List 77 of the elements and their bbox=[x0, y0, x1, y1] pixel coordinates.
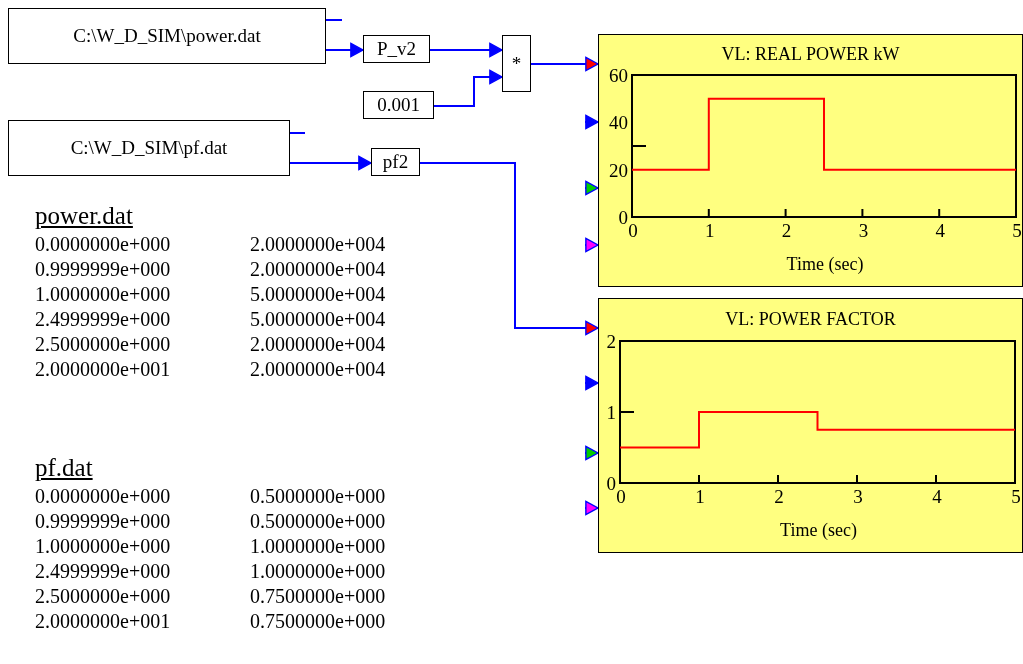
plot-panel bbox=[598, 34, 1023, 287]
arrow bbox=[584, 500, 599, 516]
arrow bbox=[584, 237, 599, 253]
table-cell: 2.4999999e+000 bbox=[35, 561, 171, 581]
tick-label: 0 bbox=[606, 474, 616, 493]
table-cell: 0.5000000e+000 bbox=[250, 511, 386, 531]
table-heading: power.dat bbox=[35, 203, 133, 228]
plot-title: VL: REAL POWER kW bbox=[720, 45, 901, 63]
signal-line bbox=[289, 132, 306, 134]
block-label: pf2 bbox=[382, 151, 409, 173]
table-cell: 0.0000000e+000 bbox=[35, 234, 171, 254]
table-cell: 0.0000000e+000 bbox=[35, 486, 171, 506]
plot-panel bbox=[598, 298, 1023, 553]
block-label: C:\W_D_SIM\power.dat bbox=[73, 25, 261, 47]
tick-label: 2 bbox=[606, 332, 616, 351]
table-cell: 2.0000000e+001 bbox=[35, 359, 171, 379]
tick-label: 2 bbox=[781, 221, 792, 240]
arrow bbox=[584, 445, 599, 461]
arrow bbox=[325, 42, 364, 58]
tick-label: 20 bbox=[609, 160, 628, 180]
table-cell: 1.0000000e+000 bbox=[250, 561, 386, 581]
arrow bbox=[289, 155, 372, 171]
table-cell: 5.0000000e+004 bbox=[250, 284, 386, 304]
table-cell: 1.0000000e+000 bbox=[35, 536, 171, 556]
arrow bbox=[429, 42, 503, 58]
table-cell: 2.4999999e+000 bbox=[35, 309, 171, 329]
table-cell: 0.9999999e+000 bbox=[35, 511, 171, 531]
process-block bbox=[371, 148, 420, 176]
table-cell: 2.0000000e+001 bbox=[35, 611, 171, 631]
table-cell: 2.0000000e+004 bbox=[250, 259, 386, 279]
table-cell: 2.5000000e+000 bbox=[35, 334, 171, 354]
tick-label: 2 bbox=[774, 487, 784, 506]
table-cell: 1.0000000e+000 bbox=[35, 284, 171, 304]
arrow bbox=[584, 180, 599, 196]
tick-label: 1 bbox=[606, 403, 616, 422]
table-cell: 2.5000000e+000 bbox=[35, 586, 171, 606]
table-cell: 0.5000000e+000 bbox=[250, 486, 386, 506]
plot-title: VL: POWER FACTOR bbox=[724, 310, 897, 328]
axis-title: Time (sec) bbox=[780, 521, 857, 539]
tick-label: 0 bbox=[618, 208, 628, 227]
tick-label: 5 bbox=[1012, 221, 1022, 240]
tick-label: 1 bbox=[695, 487, 705, 506]
tick-label: 3 bbox=[858, 221, 869, 240]
block-label: * bbox=[511, 52, 522, 75]
table-cell: 2.0000000e+004 bbox=[250, 334, 386, 354]
block-label: P_v2 bbox=[376, 38, 417, 60]
tick-label: 0 bbox=[616, 487, 626, 506]
process-block bbox=[363, 91, 434, 119]
tick-label: 3 bbox=[853, 487, 863, 506]
tick-label: 4 bbox=[935, 221, 945, 240]
arrow bbox=[584, 375, 599, 391]
tick-label: 5 bbox=[1011, 487, 1021, 506]
arrow bbox=[584, 114, 599, 130]
block-label: C:\W_D_SIM\pf.dat bbox=[70, 137, 228, 159]
process-block bbox=[363, 35, 430, 63]
tick-label: 0 bbox=[628, 221, 638, 240]
table-cell: 0.7500000e+000 bbox=[250, 611, 386, 631]
table-cell: 1.0000000e+000 bbox=[250, 536, 386, 556]
tick-label: 40 bbox=[609, 113, 628, 133]
process-block bbox=[8, 8, 326, 64]
arrow bbox=[530, 56, 599, 72]
table-cell: 5.0000000e+004 bbox=[250, 309, 386, 329]
table-heading: pf.dat bbox=[35, 455, 93, 480]
table-cell: 2.0000000e+004 bbox=[250, 234, 386, 254]
signal-line bbox=[325, 19, 343, 21]
process-block bbox=[502, 35, 531, 92]
axis-title: Time (sec) bbox=[786, 255, 864, 273]
process-block bbox=[8, 120, 290, 176]
block-label: 0.001 bbox=[377, 94, 420, 116]
arrow bbox=[419, 162, 599, 336]
table-cell: 2.0000000e+004 bbox=[250, 359, 386, 379]
table-cell: 0.9999999e+000 bbox=[35, 259, 171, 279]
table-cell: 0.7500000e+000 bbox=[250, 586, 386, 606]
arrow bbox=[433, 69, 503, 107]
tick-label: 1 bbox=[705, 221, 715, 240]
tick-label: 4 bbox=[932, 487, 942, 506]
tick-label: 60 bbox=[609, 66, 628, 85]
